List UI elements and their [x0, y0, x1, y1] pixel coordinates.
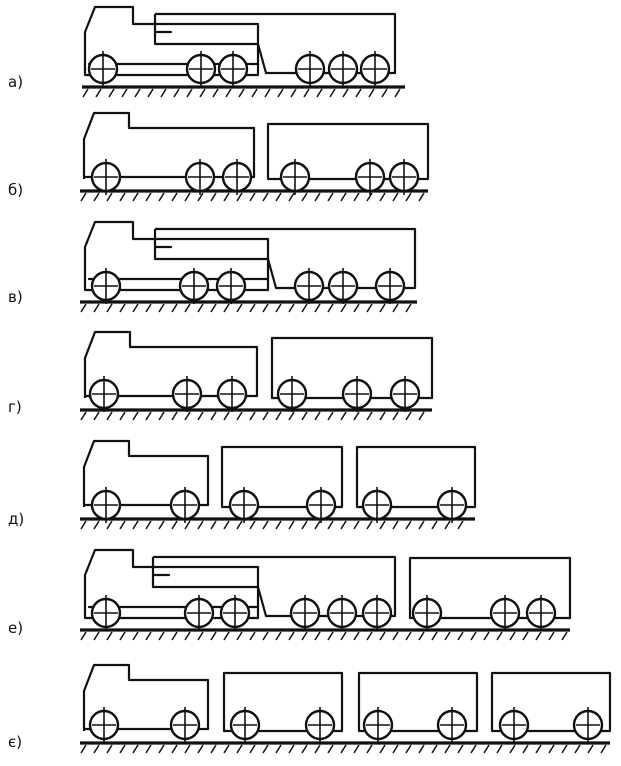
- truck-body: [82, 439, 210, 507]
- truck-body: [83, 330, 259, 398]
- semitrailer-body: [153, 12, 397, 75]
- row-label: д): [8, 510, 24, 528]
- semitrailer-body: [153, 227, 417, 290]
- configuration-row: в): [8, 220, 417, 313]
- truck-cab: [83, 220, 270, 292]
- truck-body: [82, 663, 210, 731]
- truck-cab: [83, 5, 260, 77]
- trailer-body: [222, 671, 344, 733]
- trailer-body: [357, 671, 479, 733]
- truck-cab: [83, 548, 260, 620]
- configuration-row: б): [8, 111, 430, 202]
- trailer-body: [355, 445, 477, 509]
- trailer-body: [266, 122, 430, 181]
- row-label: є): [8, 733, 22, 751]
- row-label: е): [8, 619, 23, 637]
- trailer-body: [408, 556, 572, 620]
- configuration-row: е): [8, 548, 572, 641]
- row-label: в): [8, 288, 23, 306]
- configuration-row: д): [8, 439, 477, 530]
- truck-body: [82, 111, 256, 179]
- row-label: б): [8, 181, 23, 199]
- configuration-row: є): [8, 663, 612, 754]
- trailer-body: [490, 671, 612, 733]
- semitrailer-body: [151, 555, 397, 618]
- configuration-row: г): [8, 330, 434, 421]
- row-label: г): [8, 398, 22, 416]
- configuration-row: а): [8, 5, 405, 98]
- trailer-body: [220, 445, 344, 509]
- row-label: а): [8, 73, 23, 91]
